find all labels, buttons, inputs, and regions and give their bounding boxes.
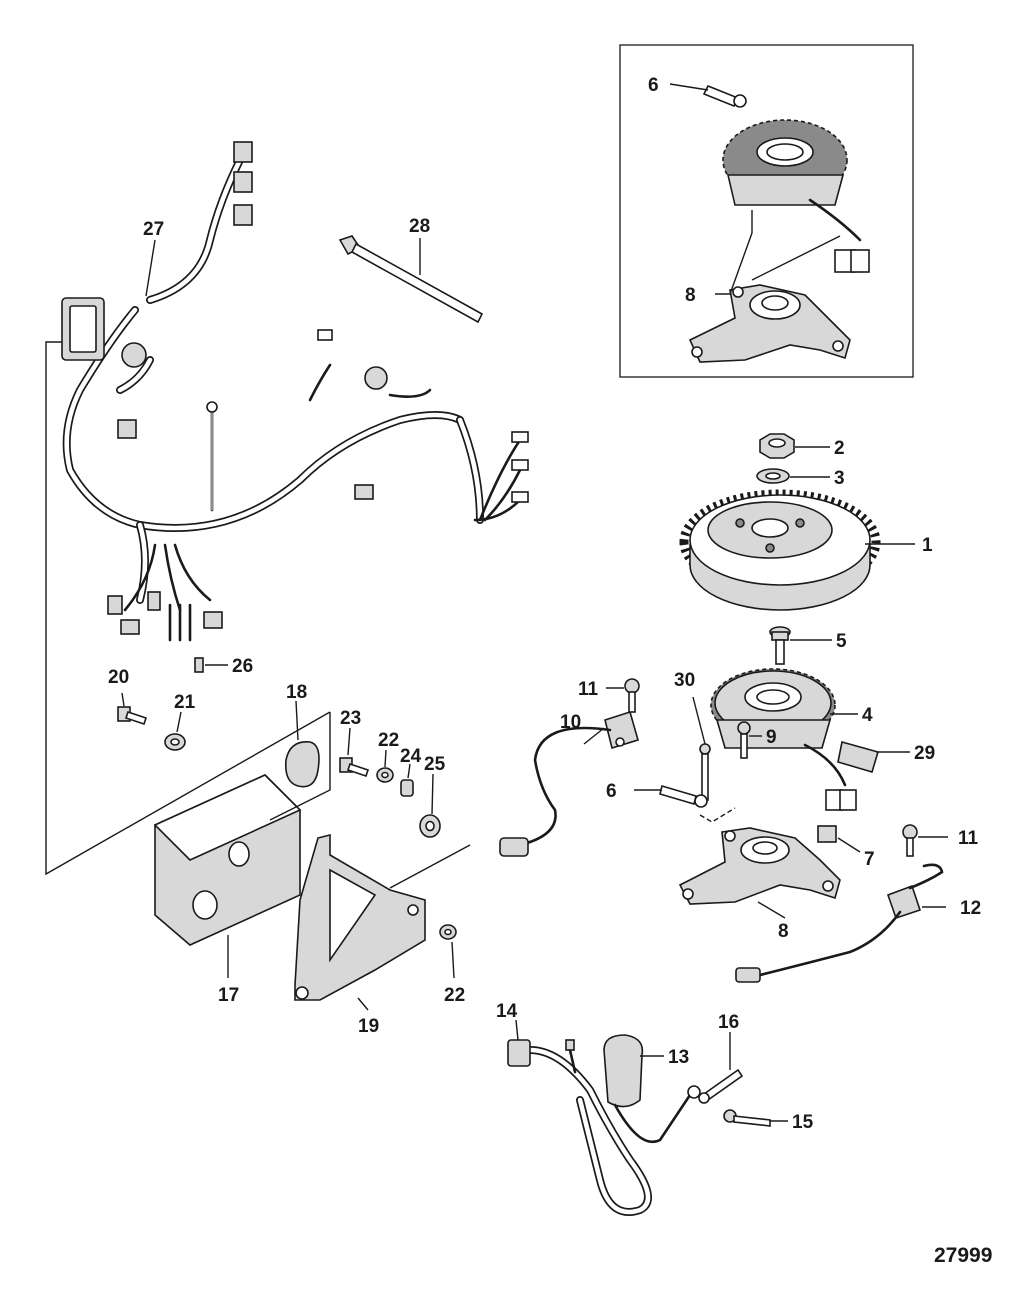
wire-harness — [62, 156, 522, 612]
callout-16: 16 — [718, 1012, 739, 1033]
module-screw — [117, 706, 148, 726]
bracket-bolt — [339, 757, 370, 778]
ground-strap — [659, 784, 708, 808]
lower-washer — [439, 924, 457, 940]
bracket-screw-lower — [902, 824, 918, 857]
harness-connectors — [61, 141, 529, 642]
figure-number: 27999 — [934, 1244, 992, 1267]
callout-21: 21 — [174, 692, 196, 713]
callout-9: 9 — [766, 727, 777, 748]
mounting-bracket — [294, 833, 426, 1001]
sensor-lead — [735, 863, 944, 983]
coil-screw — [723, 1109, 771, 1127]
callout-3: 3 — [834, 468, 845, 489]
callout-25: 25 — [424, 754, 446, 775]
callout-4: 4 — [862, 705, 873, 726]
flywheel — [679, 489, 881, 611]
retainer-plate — [837, 740, 880, 773]
callout-22-upper: 22 — [378, 730, 399, 751]
spacer — [400, 779, 414, 797]
ignition-coil — [507, 1034, 701, 1216]
bracket-screw-upper — [624, 678, 640, 713]
callout-7: 7 — [864, 849, 875, 870]
callout-5: 5 — [836, 631, 847, 652]
ground-strap-inset — [702, 84, 747, 108]
flywheel-washer — [756, 468, 790, 484]
cable-tie — [338, 235, 484, 324]
flywheel-nut — [759, 433, 795, 459]
callout-6: 6 — [606, 781, 617, 802]
plate-screw — [737, 721, 751, 759]
module-washer — [164, 733, 186, 751]
ignition-module — [153, 774, 302, 946]
callout-23: 23 — [340, 708, 361, 729]
callout-30: 30 — [674, 670, 695, 691]
module-grommet — [284, 741, 320, 788]
callout-28: 28 — [409, 216, 430, 237]
callout-14: 14 — [496, 1001, 518, 1022]
callout-26: 26 — [232, 656, 253, 677]
callout-8-inset: 8 — [685, 285, 696, 306]
trigger-plate — [678, 827, 841, 905]
callout-10: 10 — [560, 712, 581, 733]
callout-1: 1 — [922, 535, 933, 556]
callout-13: 13 — [668, 1047, 689, 1068]
ground-strap-coil — [698, 1068, 744, 1104]
connector-cap — [817, 825, 837, 843]
bushing — [419, 814, 441, 838]
stator-screw — [769, 626, 791, 665]
spacer-washer — [376, 767, 394, 783]
stator — [710, 668, 857, 811]
callout-8: 8 — [778, 921, 789, 942]
callout-15: 15 — [792, 1112, 814, 1133]
trigger-sensor — [499, 710, 639, 857]
callout-11-upper: 11 — [578, 679, 599, 700]
stator-inset — [722, 119, 870, 273]
callout-20: 20 — [108, 667, 129, 688]
long-screw — [699, 743, 711, 801]
trigger-plate-inset — [688, 284, 851, 363]
callout-22-lower: 22 — [444, 985, 465, 1006]
callout-2: 2 — [834, 438, 845, 459]
callout-29: 29 — [914, 743, 935, 764]
callout-24: 24 — [400, 746, 422, 767]
callout-19: 19 — [358, 1016, 379, 1037]
terminal-pin — [194, 657, 204, 673]
callout-6-inset: 6 — [648, 75, 659, 96]
callout-27: 27 — [143, 219, 164, 240]
callout-17: 17 — [218, 985, 239, 1006]
inset-panel — [619, 44, 914, 378]
callout-18: 18 — [286, 682, 307, 703]
callout-11-lower: 11 — [958, 828, 979, 849]
callout-12: 12 — [960, 898, 981, 919]
